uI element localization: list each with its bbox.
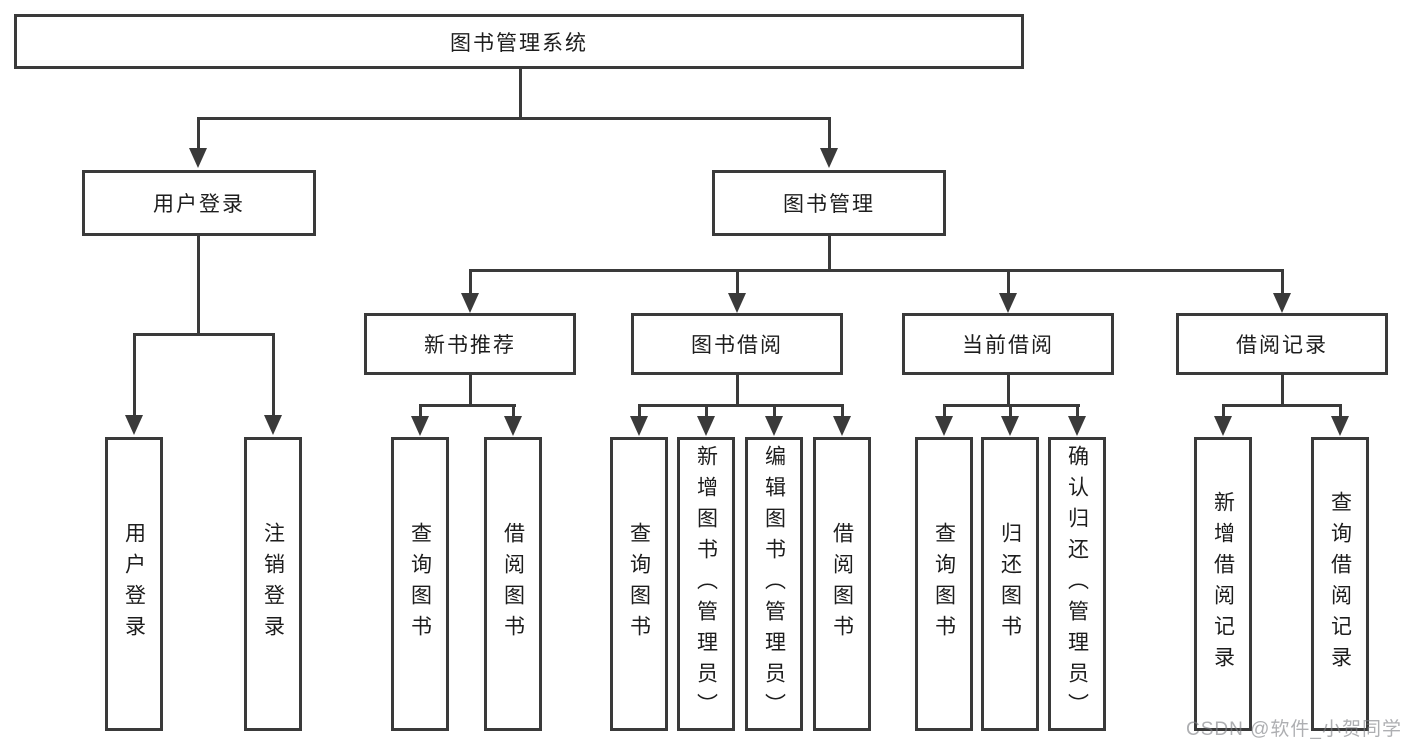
- connector-line: [943, 404, 946, 417]
- node-borrowing-records: 借阅记录: [1176, 313, 1388, 375]
- arrow-down-icon: [1331, 416, 1349, 436]
- connector-line: [197, 236, 200, 335]
- connector-line: [736, 269, 739, 293]
- node-root: 图书管理系统: [14, 14, 1024, 69]
- connector-line: [705, 404, 708, 417]
- connector-line: [1009, 404, 1012, 417]
- connector-line: [1007, 375, 1010, 406]
- leaf-edit-book-admin: 编辑图书（管理员）: [745, 437, 803, 731]
- arrow-down-icon: [935, 416, 953, 436]
- connector-line: [773, 404, 776, 417]
- connector-line: [469, 375, 472, 406]
- leaf-label: 借阅图书: [830, 522, 854, 646]
- arrow-down-icon: [125, 415, 143, 435]
- watermark: CSDN @软件_小贺同学: [1186, 719, 1402, 740]
- arrow-down-icon: [1273, 293, 1291, 313]
- connector-line: [1339, 404, 1342, 417]
- connector-line: [519, 69, 522, 119]
- connector-line: [1281, 375, 1284, 406]
- arrow-down-icon: [189, 148, 207, 168]
- arrow-down-icon: [1214, 416, 1232, 436]
- node-book-management: 图书管理: [712, 170, 946, 236]
- connector-line: [1222, 404, 1225, 417]
- connector-line: [419, 404, 516, 407]
- connector-line: [469, 269, 472, 293]
- connector-line: [272, 333, 275, 415]
- leaf-label: 查询借阅记录: [1328, 491, 1352, 677]
- connector-line: [828, 236, 831, 272]
- node-new-book-recommend: 新书推荐: [364, 313, 576, 375]
- leaf-label: 归还图书: [998, 522, 1022, 646]
- connector-line: [736, 375, 739, 406]
- leaf-label: 新增借阅记录: [1211, 491, 1235, 677]
- arrow-down-icon: [833, 416, 851, 436]
- leaf-label: 查询图书: [408, 522, 432, 646]
- arrow-down-icon: [264, 415, 282, 435]
- arrow-down-icon: [697, 416, 715, 436]
- connector-line: [1007, 269, 1010, 293]
- arrow-down-icon: [504, 416, 522, 436]
- leaf-label: 编辑图书（管理员）: [762, 444, 786, 724]
- leaf-confirm-return-admin: 确认归还（管理员）: [1048, 437, 1106, 731]
- arrow-down-icon: [999, 293, 1017, 313]
- connector-line: [133, 333, 136, 415]
- node-user-login: 用户登录: [82, 170, 316, 236]
- connector-line: [419, 404, 422, 417]
- leaf-label: 用户登录: [122, 522, 146, 646]
- connector-line: [1076, 404, 1079, 417]
- leaf-label: 注销登录: [261, 522, 285, 646]
- leaf-add-book-admin: 新增图书（管理员）: [677, 437, 735, 731]
- leaf-return-books: 归还图书: [981, 437, 1039, 731]
- arrow-down-icon: [411, 416, 429, 436]
- arrow-down-icon: [728, 293, 746, 313]
- connector-line: [469, 269, 1284, 272]
- arrow-down-icon: [461, 293, 479, 313]
- connector-line: [197, 117, 200, 148]
- arrow-down-icon: [765, 416, 783, 436]
- leaf-borrow-books-recommend: 借阅图书: [484, 437, 542, 731]
- connector-line: [638, 404, 844, 407]
- connector-line: [197, 117, 831, 120]
- leaf-label: 新增图书（管理员）: [694, 444, 718, 724]
- node-book-borrowing: 图书借阅: [631, 313, 843, 375]
- leaf-label: 查询图书: [932, 522, 956, 646]
- leaf-borrow-books-borrowing: 借阅图书: [813, 437, 871, 731]
- leaf-query-books-borrowing: 查询图书: [610, 437, 668, 731]
- connector-line: [841, 404, 844, 417]
- arrow-down-icon: [630, 416, 648, 436]
- connector-line: [1222, 404, 1342, 407]
- node-current-borrowing: 当前借阅: [902, 313, 1114, 375]
- arrow-down-icon: [1001, 416, 1019, 436]
- leaf-label: 借阅图书: [501, 522, 525, 646]
- leaf-query-borrow-record: 查询借阅记录: [1311, 437, 1369, 731]
- leaf-query-books-recommend: 查询图书: [391, 437, 449, 731]
- arrow-down-icon: [820, 148, 838, 168]
- leaf-logout: 注销登录: [244, 437, 302, 731]
- connector-line: [133, 333, 275, 336]
- leaf-label: 确认归还（管理员）: [1065, 444, 1089, 724]
- connector-line: [1281, 269, 1284, 293]
- connector-line: [638, 404, 641, 417]
- leaf-user-login: 用户登录: [105, 437, 163, 731]
- leaf-add-borrow-record: 新增借阅记录: [1194, 437, 1252, 731]
- connector-line: [512, 404, 515, 417]
- arrow-down-icon: [1068, 416, 1086, 436]
- leaf-query-books-current: 查询图书: [915, 437, 973, 731]
- leaf-label: 查询图书: [627, 522, 651, 646]
- connector-line: [828, 117, 831, 148]
